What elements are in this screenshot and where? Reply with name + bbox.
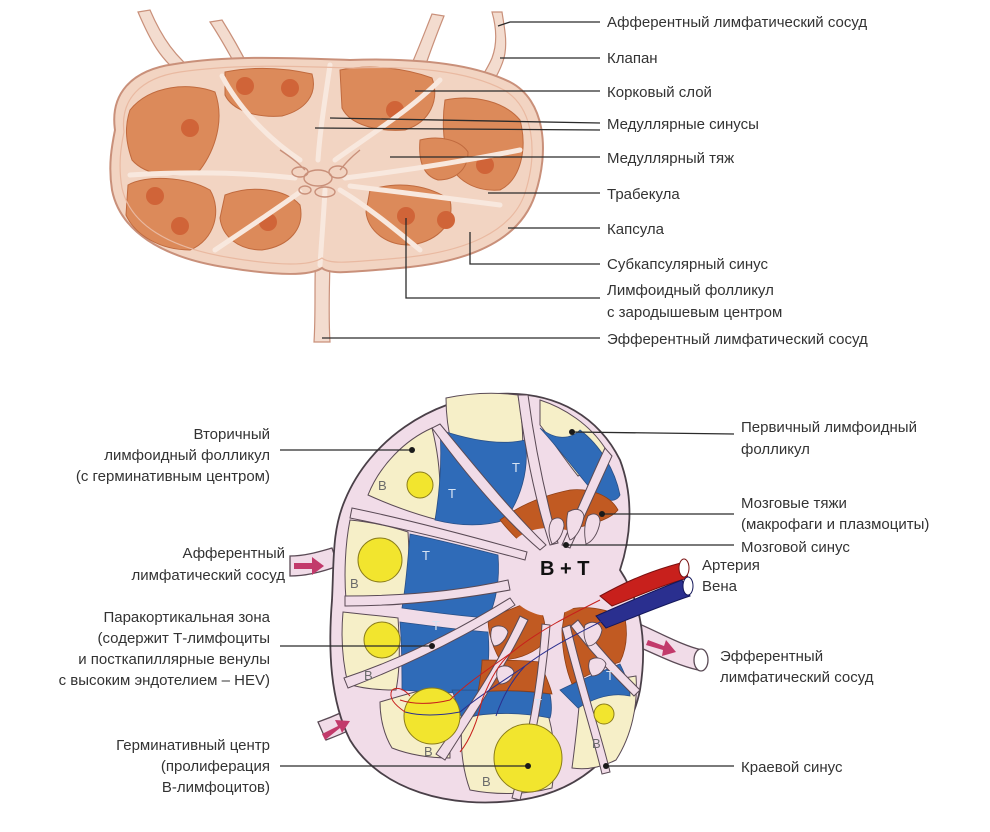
arrow-efferent — [646, 640, 676, 656]
efferent-vessel-opening — [693, 648, 709, 672]
label-efferent-bottom-1: Эфферентный — [720, 648, 823, 665]
label-medullary-cord: Медуллярный тяж — [607, 150, 734, 167]
zone-b-1: B — [378, 478, 387, 493]
label-medullary-sinus: Мозговой синус — [741, 539, 850, 556]
label-efferent-top: Эфферентный лимфатический сосуд — [607, 331, 868, 348]
arrow-afferent-upper — [294, 557, 324, 575]
label-afferent-bottom-2: лимфатический сосуд — [132, 567, 286, 584]
blood-vessels — [390, 558, 694, 753]
germinal-centers — [357, 471, 615, 793]
label-secondary-follicle-2: лимфоидный фолликул — [104, 447, 270, 464]
zone-b-5: B — [482, 774, 491, 789]
top-subcapsular-sinus — [119, 65, 533, 265]
bottom-left-labels: Вторичный лимфоидный фолликул (с гермина… — [59, 426, 286, 796]
label-afferent-bottom-1: Афферентный — [183, 545, 285, 562]
label-marginal-sinus: Краевой синус — [741, 759, 843, 776]
label-germinal-center-top: с зародышевым центром — [607, 304, 782, 321]
label-efferent-bottom-2: лимфатический сосуд — [720, 669, 874, 686]
label-lymphoid-follicle: Лимфоидный фолликул — [607, 282, 774, 299]
vein — [595, 579, 691, 629]
zone-t-3: T — [422, 548, 430, 563]
top-cortex-lobules — [125, 66, 524, 251]
zone-b-3: B — [364, 668, 373, 683]
medullary-channels — [490, 508, 607, 685]
zone-letters: B B B B B B T T T T T T — [350, 460, 614, 789]
bottom-lymph-node-diagram: B B B B B B T T T T T T B + T — [59, 392, 929, 804]
label-medullary-cords-1: Мозговые тяжи — [741, 495, 847, 512]
top-lymph-node-diagram: Афферентный лимфатический сосуд Клапан К… — [109, 9, 868, 348]
artery-opening — [678, 558, 690, 578]
label-cortex: Корковый слой — [607, 84, 712, 101]
label-germinal-center-3: В-лимфоцитов) — [162, 779, 270, 796]
label-secondary-follicle-1: Вторичный — [193, 426, 270, 443]
zone-t-4: T — [432, 618, 440, 633]
label-primary-follicle-1: Первичный лимфоидный — [741, 419, 917, 436]
label-paracortex-1: Паракортикальная зона — [103, 609, 270, 626]
label-paracortex-3: и посткапиллярные венулы — [78, 651, 270, 668]
center-label-bt: B + T — [540, 558, 589, 580]
bottom-right-labels: Первичный лимфоидный фолликул Мозговые т… — [702, 419, 929, 776]
zone-b-6: B — [592, 736, 601, 751]
label-medullary-sinuses: Медуллярные синусы — [607, 116, 759, 133]
label-valve: Клапан — [607, 50, 658, 67]
label-secondary-follicle-3: (с герминативным центром) — [76, 468, 270, 485]
medullary-sinus-center — [502, 528, 596, 616]
label-paracortex-2: (содержит Т-лимфоциты — [98, 630, 270, 647]
label-afferent-top: Афферентный лимфатический сосуд — [607, 14, 867, 31]
flow-arrows — [294, 557, 676, 740]
label-medullary-cords-2: (макрофаги и плазмоциты) — [741, 516, 929, 533]
zone-t-1: T — [448, 486, 456, 501]
zone-t-5: T — [534, 696, 542, 711]
arrow-afferent-lower — [322, 720, 350, 740]
zone-b-2: B — [350, 576, 359, 591]
zone-t-2: T — [512, 460, 520, 475]
top-medullary-network — [279, 149, 361, 198]
zone-t-6: T — [606, 668, 614, 683]
capillaries — [390, 599, 605, 753]
bottom-leader-lines — [280, 429, 735, 769]
label-artery: Артерия — [702, 557, 760, 574]
label-capsule: Капсула — [607, 221, 665, 238]
label-germinal-center-1: Герминативный центр — [116, 737, 270, 754]
top-leader-lines — [314, 21, 601, 339]
label-trabecula: Трабекула — [607, 186, 680, 203]
label-vein: Вена — [702, 578, 738, 595]
label-germinal-center-2: (пролиферация — [161, 758, 270, 775]
zone-b-4: B — [424, 744, 433, 759]
top-medullary-sinuses — [127, 62, 523, 268]
label-paracortex-4: с высоким эндотелием – HEV) — [59, 672, 270, 689]
top-labels: Афферентный лимфатический сосуд Клапан К… — [607, 14, 868, 348]
label-primary-follicle-2: фолликул — [741, 441, 810, 458]
vein-opening — [682, 576, 694, 596]
label-subcapsular-sinus: Субкапсулярный синус — [607, 256, 768, 273]
